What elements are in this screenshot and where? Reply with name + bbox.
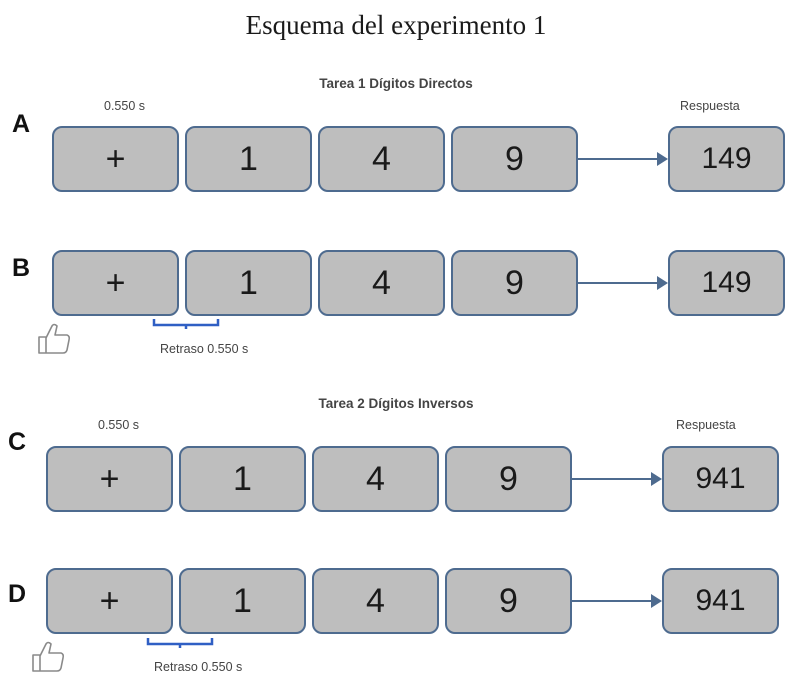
row-a-digit-box-2: 4	[318, 126, 445, 192]
row-d-response-box: 941	[662, 568, 779, 634]
row-b-delay-label: Retraso 0.550 s	[160, 342, 249, 356]
thumbs-up-icon	[32, 641, 65, 672]
row-c-digit-box-1: 1	[179, 446, 306, 512]
task-2-duration-label: 0.550 s	[98, 418, 140, 432]
row-b-response-box: 149	[668, 250, 785, 316]
row-b-delay-bracket	[152, 319, 220, 329]
task-2-response-label: Respuesta	[676, 418, 736, 432]
task-1-response-label: Respuesta	[680, 99, 740, 113]
diagram-title: Esquema del experimento 1	[245, 10, 547, 40]
row-a-arrow	[578, 152, 668, 166]
row-a-fixation-box: +	[52, 126, 179, 192]
row-a-letter: A	[12, 110, 31, 138]
thumbs-up-icon	[38, 323, 71, 354]
row-c-response-box: 941	[662, 446, 779, 512]
task-1-duration-label: 0.550 s	[104, 99, 146, 113]
row-b-letter: B	[12, 254, 31, 282]
row-d-fixation-box: +	[46, 568, 173, 634]
row-c-letter: C	[8, 428, 27, 456]
row-c-digit-box-3: 9	[445, 446, 572, 512]
task-2-title: Tarea 2 Dígitos Inversos	[318, 396, 474, 411]
row-d-digit-box-1: 1	[179, 568, 306, 634]
row-d-arrow	[572, 594, 662, 608]
row-c-digit-box-2: 4	[312, 446, 439, 512]
row-c-arrow	[572, 472, 662, 486]
row-b-digit-box-3: 9	[451, 250, 578, 316]
task-1-title: Tarea 1 Dígitos Directos	[319, 76, 473, 91]
row-d-digit-box-2: 4	[312, 568, 439, 634]
row-a-digit-box-1: 1	[185, 126, 312, 192]
row-d-digit-box-3: 9	[445, 568, 572, 634]
row-a-response-box: 149	[668, 126, 785, 192]
row-a-digit-box-3: 9	[451, 126, 578, 192]
row-b-digit-box-1: 1	[185, 250, 312, 316]
row-b-digit-box-2: 4	[318, 250, 445, 316]
row-d-delay-label: Retraso 0.550 s	[154, 660, 243, 674]
row-d-delay-bracket	[146, 638, 214, 648]
row-c-fixation-box: +	[46, 446, 173, 512]
row-d-letter: D	[8, 580, 27, 608]
row-b-arrow	[578, 276, 668, 290]
row-b-fixation-box: +	[52, 250, 179, 316]
